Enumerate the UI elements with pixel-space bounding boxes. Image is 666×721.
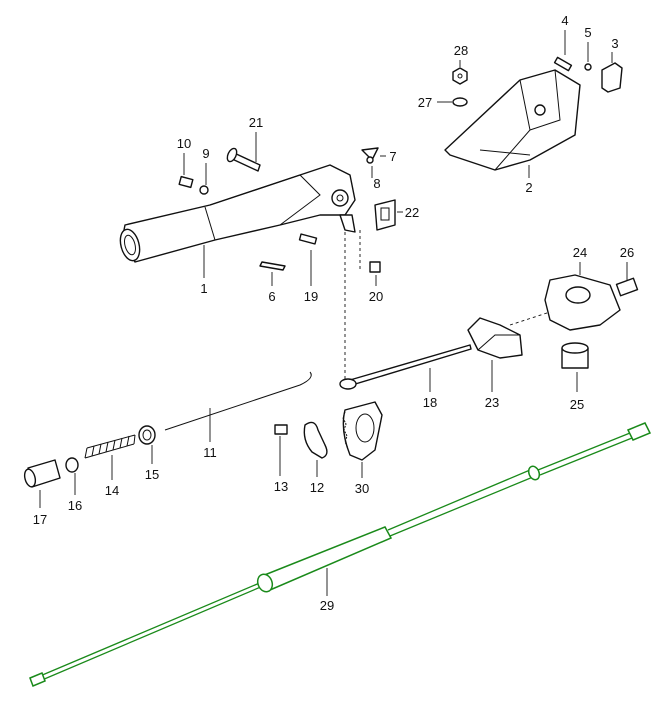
callout-22: 22 — [405, 205, 419, 220]
part-28-nut — [452, 60, 468, 85]
part-21-pin — [226, 132, 261, 172]
callout-15: 15 — [145, 467, 159, 482]
part-9-washer — [199, 163, 209, 195]
callout-29: 29 — [320, 598, 334, 613]
callout-4: 4 — [561, 13, 568, 28]
part-22-bracket — [374, 199, 403, 231]
part-24-housing — [544, 262, 621, 331]
part-11-pull-rod — [164, 371, 312, 442]
callout-8: 8 — [373, 176, 380, 191]
part-7-clip — [361, 147, 386, 161]
part-13-pin — [274, 424, 288, 476]
part-12-pawl — [303, 421, 328, 477]
callout-18: 18 — [423, 395, 437, 410]
callout-1: 1 — [200, 281, 207, 296]
part-25-sleeve — [561, 342, 589, 392]
callout-24: 24 — [573, 245, 587, 260]
callout-2: 2 — [525, 180, 532, 195]
callout-19: 19 — [304, 289, 318, 304]
part-30-sector — [342, 401, 383, 478]
callout-3: 3 — [611, 36, 618, 51]
part-3-clip — [601, 52, 623, 93]
part-23-bracket — [467, 311, 551, 392]
part-1-handbrake-lever — [119, 164, 356, 278]
part-15-bushing — [138, 425, 156, 464]
part-5-washer — [584, 42, 592, 71]
part-29-cable — [29, 422, 652, 687]
callout-30: 30 — [355, 481, 369, 496]
callout-16: 16 — [68, 498, 82, 513]
part-6-key — [259, 261, 286, 286]
callout-14: 14 — [105, 483, 119, 498]
callout-7: 7 — [389, 149, 396, 164]
callout-9: 9 — [202, 146, 209, 161]
callout-23: 23 — [485, 395, 499, 410]
callout-12: 12 — [310, 480, 324, 495]
callout-6: 6 — [268, 289, 275, 304]
part-20-clip — [369, 261, 381, 286]
part-8-nut — [366, 156, 374, 178]
assembly-line — [344, 230, 361, 380]
callout-28: 28 — [454, 43, 468, 58]
callout-11: 11 — [203, 445, 217, 460]
part-10-bolt — [178, 153, 194, 189]
part-14-spring — [84, 434, 136, 480]
callout-10: 10 — [177, 136, 191, 151]
part-2-bracket — [444, 69, 581, 178]
part-27-washer — [437, 97, 468, 107]
part-19-bolt — [298, 233, 318, 286]
callout-20: 20 — [369, 289, 383, 304]
part-16-washer — [65, 457, 79, 495]
callout-17: 17 — [33, 512, 47, 527]
part-17-grip — [23, 459, 61, 508]
part-4-bolt — [553, 30, 573, 72]
part-18-adjuster-rod — [339, 344, 472, 392]
callout-5: 5 — [584, 25, 591, 40]
callout-27: 27 — [418, 95, 432, 110]
callout-26: 26 — [620, 245, 634, 260]
part-26-bushing — [615, 262, 639, 297]
callout-21: 21 — [249, 115, 263, 130]
callout-13: 13 — [274, 479, 288, 494]
callout-25: 25 — [570, 397, 584, 412]
